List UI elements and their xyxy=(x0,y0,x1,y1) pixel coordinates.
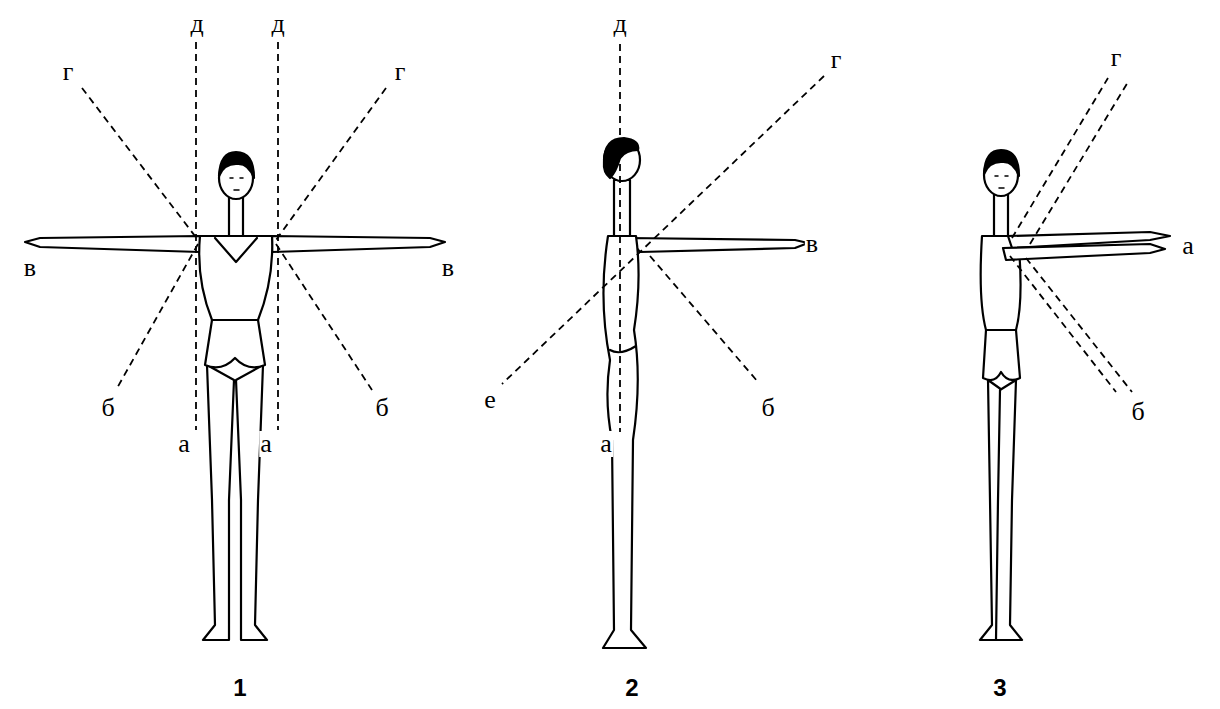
axis-lines xyxy=(82,42,1132,432)
axis-label: г xyxy=(830,47,843,73)
axis-label: г xyxy=(394,59,407,85)
axis-label: в xyxy=(23,255,37,281)
axis-label: д xyxy=(189,11,204,37)
figure-number: 1 xyxy=(232,676,247,700)
axis-label: б xyxy=(374,395,389,421)
figure-number: 2 xyxy=(624,676,639,700)
axis-label: а xyxy=(599,431,613,457)
axis-label: б xyxy=(100,395,115,421)
arms-forward-figure xyxy=(980,150,1170,640)
front-figure xyxy=(25,152,445,640)
axis-label: а xyxy=(177,431,191,457)
axis-label: а xyxy=(259,431,273,457)
axis-label: е xyxy=(483,387,497,413)
side-figure xyxy=(603,138,808,648)
axis-label: б xyxy=(1130,399,1145,425)
axis-label: г xyxy=(1110,45,1123,71)
axis-label: а xyxy=(1181,233,1195,259)
axis-label: г xyxy=(62,59,75,85)
axis-label: в xyxy=(441,255,455,281)
figure-number: 3 xyxy=(992,676,1007,700)
axis-label: б xyxy=(760,395,775,421)
axis-label: д xyxy=(270,11,285,37)
axis-label: д xyxy=(612,11,627,37)
axis-label: в xyxy=(805,231,819,257)
